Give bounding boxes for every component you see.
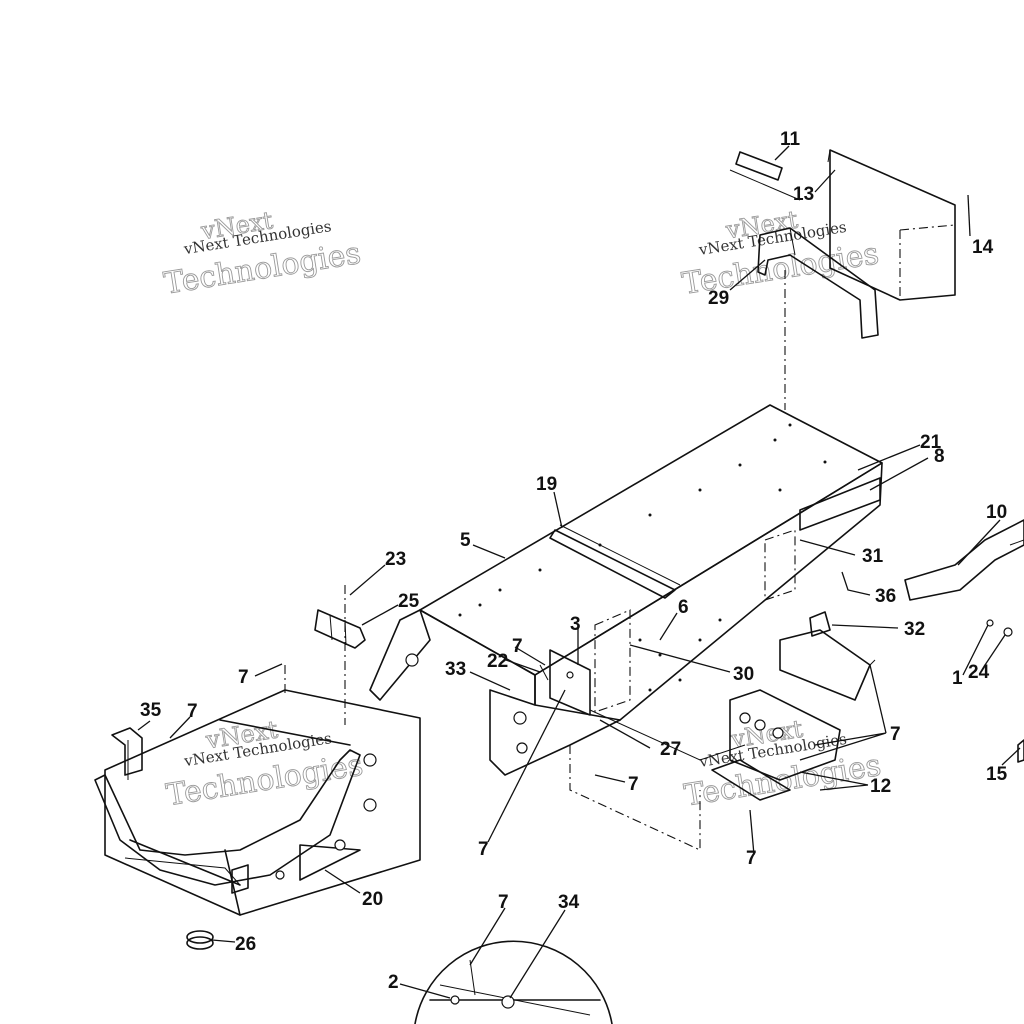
callout-30: 30 [733, 664, 754, 685]
callout-7-frame-bottom: 7 [478, 839, 489, 860]
callout-23: 23 [385, 549, 406, 570]
callout-8: 8 [934, 446, 945, 467]
callout-29: 29 [708, 288, 729, 309]
watermark-top-right: vNext vNext Technologies Technologies [679, 205, 881, 302]
callout-2: 2 [388, 972, 399, 993]
bolt-washer [986, 619, 1024, 763]
callout-14: 14 [972, 237, 994, 258]
callout-7-frame-top: 7 [512, 636, 523, 657]
callout-13: 13 [793, 184, 814, 205]
callout-labels: 11 13 14 29 21 8 19 5 10 31 36 32 23 25 … [140, 129, 1008, 993]
callout-1: 1 [952, 668, 963, 689]
callout-19: 19 [536, 474, 557, 495]
hitch-plate [539, 649, 591, 716]
callout-34: 34 [558, 892, 580, 913]
callout-36: 36 [875, 586, 896, 607]
callout-15: 15 [986, 764, 1008, 785]
callout-7-front: 7 [238, 667, 249, 688]
callout-5: 5 [460, 530, 471, 551]
callout-35: 35 [140, 700, 162, 721]
front-frame [94, 665, 421, 916]
fender-panel [827, 149, 956, 301]
callout-7-battery: 7 [890, 724, 901, 745]
callout-26: 26 [235, 934, 256, 955]
callout-7-tray: 7 [746, 848, 757, 869]
watermark-center-right: vNext vNext Technologies Technologies [681, 714, 883, 814]
callout-3: 3 [570, 614, 581, 635]
watermark-left: vNext vNext Technologies Technologies [161, 206, 363, 302]
callout-7-detail: 7 [498, 892, 509, 913]
callout-24: 24 [968, 662, 990, 683]
pedestal-bracket [314, 585, 366, 725]
spacer [186, 930, 214, 950]
callout-27: 27 [660, 739, 681, 760]
detail-view-circle [414, 940, 613, 1024]
callout-11: 11 [780, 129, 801, 150]
callout-31: 31 [862, 546, 884, 567]
callout-32: 32 [904, 619, 925, 640]
battery-support [711, 611, 876, 801]
callout-6: 6 [678, 597, 689, 618]
callout-12: 12 [870, 776, 891, 797]
callout-7-pivot: 7 [187, 701, 198, 722]
decal-panel [729, 151, 801, 201]
pivot-bracket [111, 727, 143, 780]
seat-bracket [757, 227, 879, 410]
callout-7-lower-frame: 7 [628, 774, 639, 795]
callout-22: 22 [487, 651, 508, 672]
axle-bracket [904, 519, 1024, 601]
callout-25: 25 [398, 591, 420, 612]
callout-10: 10 [986, 502, 1007, 523]
frame-holes [458, 423, 827, 692]
callout-21: 21 [920, 432, 942, 453]
callout-20: 20 [362, 889, 383, 910]
callout-33: 33 [445, 659, 466, 680]
leader-lines [137, 145, 1021, 999]
main-frame [369, 404, 883, 776]
